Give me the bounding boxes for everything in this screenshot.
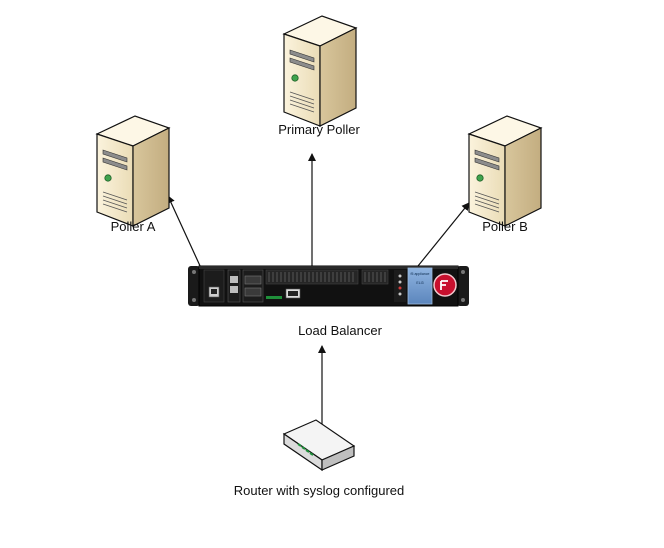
- poller-b-label: Poller B: [482, 219, 528, 234]
- router-node: Router with syslog configured: [234, 419, 405, 498]
- primary-poller-label: Primary Poller: [278, 122, 360, 137]
- server-icon: [96, 115, 170, 227]
- edge-lb-to-poller-a: [167, 195, 202, 269]
- poller-a-label: Poller A: [111, 219, 156, 234]
- load-balancer-label: Load Balancer: [298, 323, 383, 338]
- edge-lb-to-poller-b: [417, 202, 470, 267]
- server-icon: [468, 115, 542, 227]
- load-balancer-node: f5 appliance ELI3 Load Balancer: [188, 265, 469, 338]
- primary-poller-node: Primary Poller: [278, 15, 360, 137]
- vent-grille: [265, 269, 389, 285]
- lb-faceplate-model: ELI3: [416, 281, 423, 285]
- lb-faceplate-text: f5 appliance: [411, 272, 430, 276]
- router-icon: [282, 419, 356, 472]
- poller-b-node: Poller B: [468, 115, 542, 234]
- router-label: Router with syslog configured: [234, 483, 405, 498]
- poller-a-node: Poller A: [96, 115, 170, 234]
- load-balancer-appliance-icon: f5 appliance ELI3: [188, 265, 469, 307]
- server-icon: [283, 15, 357, 127]
